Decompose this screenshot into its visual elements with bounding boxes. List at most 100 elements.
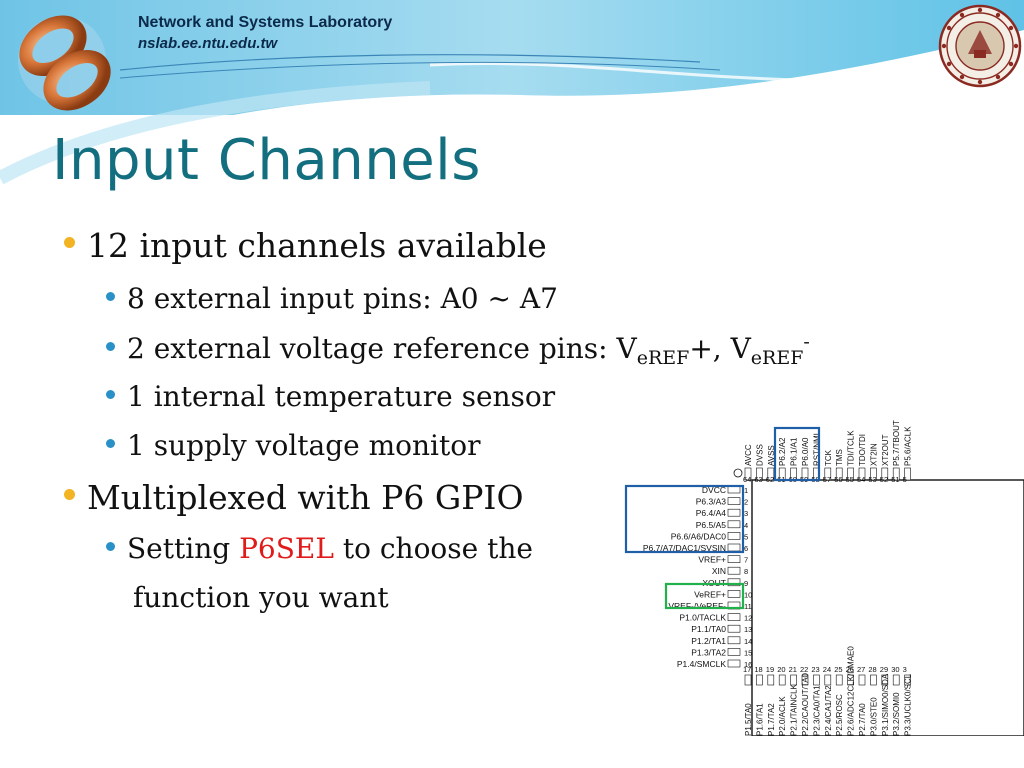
lab-logo-icon	[18, 15, 111, 111]
bottom-pin	[892, 674, 900, 686]
bottom-pin-label: P2.2/CAOUT/TA0	[801, 672, 810, 736]
top-pin	[847, 467, 854, 481]
top-pin	[858, 467, 866, 481]
left-pin	[727, 636, 741, 645]
bottom-pin-number: 18	[754, 665, 762, 674]
top-pin-number: 57	[823, 475, 831, 484]
bullet-text-group: Setting P6SEL to choose the	[127, 532, 533, 565]
subscript: eREF	[636, 347, 690, 369]
bullet-multiplexed: Multiplexed with P6 GPIO	[64, 478, 524, 517]
left-pin	[727, 520, 741, 529]
top-pin-label: TDO/TDI	[858, 434, 867, 466]
bottom-pin	[858, 674, 866, 686]
bullet-text: 2 external voltage reference pins: V	[127, 332, 637, 365]
bottom-pin	[801, 674, 809, 686]
left-pin-label: P6.4/A4	[696, 508, 727, 518]
bullet-text: 12 input channels available	[87, 226, 547, 265]
bottom-pin-label: P2.3/CA0/TA1	[812, 685, 821, 736]
left-pin	[727, 532, 741, 540]
top-pin-label: P5.7/TBOUTH	[892, 420, 901, 466]
left-pin-label: P1.0/TACLK	[679, 613, 726, 623]
left-pin-label: P1.4/SMCLK	[677, 659, 726, 669]
top-pin-label: XT2OUT	[881, 434, 890, 466]
superscript: -	[803, 331, 810, 353]
bottom-pin-label: P2.1/TAINCLK	[790, 683, 799, 736]
bottom-pin	[835, 674, 843, 686]
top-pin-label: AVCC	[744, 444, 753, 466]
bottom-pin	[824, 674, 832, 686]
bottom-pin-number: 28	[868, 665, 876, 674]
top-pin-label: TCK	[824, 449, 833, 466]
bullet-text: function you want	[133, 581, 389, 614]
bullet-supply-monitor: 1 supply voltage monitor	[106, 429, 481, 462]
bullet-voltage-reference: 2 external voltage reference pins: VeREF…	[106, 331, 810, 369]
top-pin	[835, 467, 843, 481]
left-pin-label: P6.3/A3	[696, 497, 727, 507]
bottom-pin-number: 30	[891, 665, 899, 674]
left-pin-number: 14	[744, 637, 752, 646]
top-pin-number: 5	[903, 475, 907, 484]
top-pin-label: P6.1/A1	[790, 437, 799, 466]
bottom-pin-label: P3.3/UCLK0/SCL	[904, 673, 913, 736]
top-pin-number: 62	[766, 475, 774, 484]
top-pin-label: P5.6/ACLK	[904, 426, 913, 466]
bullet-dot-icon	[106, 342, 115, 351]
bottom-pin-label: P3.2/SOMI0	[892, 692, 901, 736]
left-pin-number: 12	[744, 614, 752, 623]
bottom-pin-label: P2.4/CA1/TA2	[824, 685, 833, 736]
top-pin	[744, 467, 752, 481]
bullet-text: Setting	[127, 532, 240, 565]
left-pin	[727, 613, 741, 621]
left-pin	[727, 624, 741, 633]
bottom-pin-label: P1.6/TA1	[755, 703, 764, 736]
bullet-dot-icon	[64, 489, 75, 500]
left-pin	[727, 590, 741, 598]
bottom-pin-number: 21	[789, 665, 797, 674]
left-pin-label: P1.2/TA1	[691, 636, 726, 646]
bottom-pin-label: P2.0/ACLK	[778, 696, 787, 736]
left-pin-number: 13	[744, 625, 752, 634]
left-pin-number: 5	[744, 532, 748, 541]
bottom-pin	[767, 674, 775, 686]
left-pin-number: 16	[744, 660, 752, 669]
left-pin	[727, 578, 741, 587]
top-pin-label: XT2IN	[869, 443, 878, 466]
left-pin-number: 3	[744, 509, 748, 518]
lab-url: nslab.ee.ntu.edu.tw	[138, 35, 278, 52]
bottom-pin	[870, 674, 877, 686]
lab-name: Network and Systems Laboratory	[138, 14, 393, 31]
bullet-text: to choose the	[333, 532, 533, 565]
bottom-pin-number: 3	[903, 665, 907, 674]
left-pin-number: 15	[744, 648, 752, 657]
bottom-pin-label: P2.5/ROSC	[835, 694, 844, 736]
subscript: eREF	[750, 347, 804, 369]
left-pin	[727, 497, 741, 505]
top-pin	[881, 467, 889, 481]
left-pin-label: VeREF+	[694, 589, 726, 599]
top-pin-number: 56	[834, 475, 842, 484]
left-pin-number: 9	[744, 579, 748, 588]
bottom-pin-number: 29	[880, 665, 888, 674]
bullet-text: 8 external input pins: A0 ~ A7	[127, 282, 558, 315]
top-pin	[892, 467, 900, 481]
bottom-pin-label: P3.1/SIMO0/SDA	[881, 673, 890, 736]
top-pin-label: P6.0/A0	[801, 437, 810, 466]
top-pin	[904, 467, 911, 481]
bottom-pin	[744, 674, 752, 686]
bottom-pin	[790, 674, 797, 686]
bottom-pin-label: P3.0/STE0	[869, 697, 878, 736]
bullet-dot-icon	[106, 292, 115, 301]
bottom-pin-number: 17	[743, 665, 751, 674]
pin1-marker-icon	[733, 468, 743, 478]
bottom-pin	[881, 674, 889, 686]
top-pin-label: RST/NMI	[812, 433, 821, 466]
left-pin	[727, 648, 741, 656]
a0-a2-highlight-box	[773, 426, 821, 482]
bullet-text: 1 internal temperature sensor	[127, 380, 556, 413]
bottom-pin	[778, 674, 786, 686]
msp430-pin-diagram: AVCC64DVSS63AVSS62P6.2/A261P6.1/A160P6.0…	[624, 420, 1024, 736]
bullet-text-group: 2 external voltage reference pins: VeREF…	[127, 331, 810, 369]
left-pin-label: P1.3/TA2	[691, 647, 726, 657]
bullet-temperature-sensor: 1 internal temperature sensor	[106, 380, 555, 413]
bullet-dot-icon	[106, 542, 115, 551]
